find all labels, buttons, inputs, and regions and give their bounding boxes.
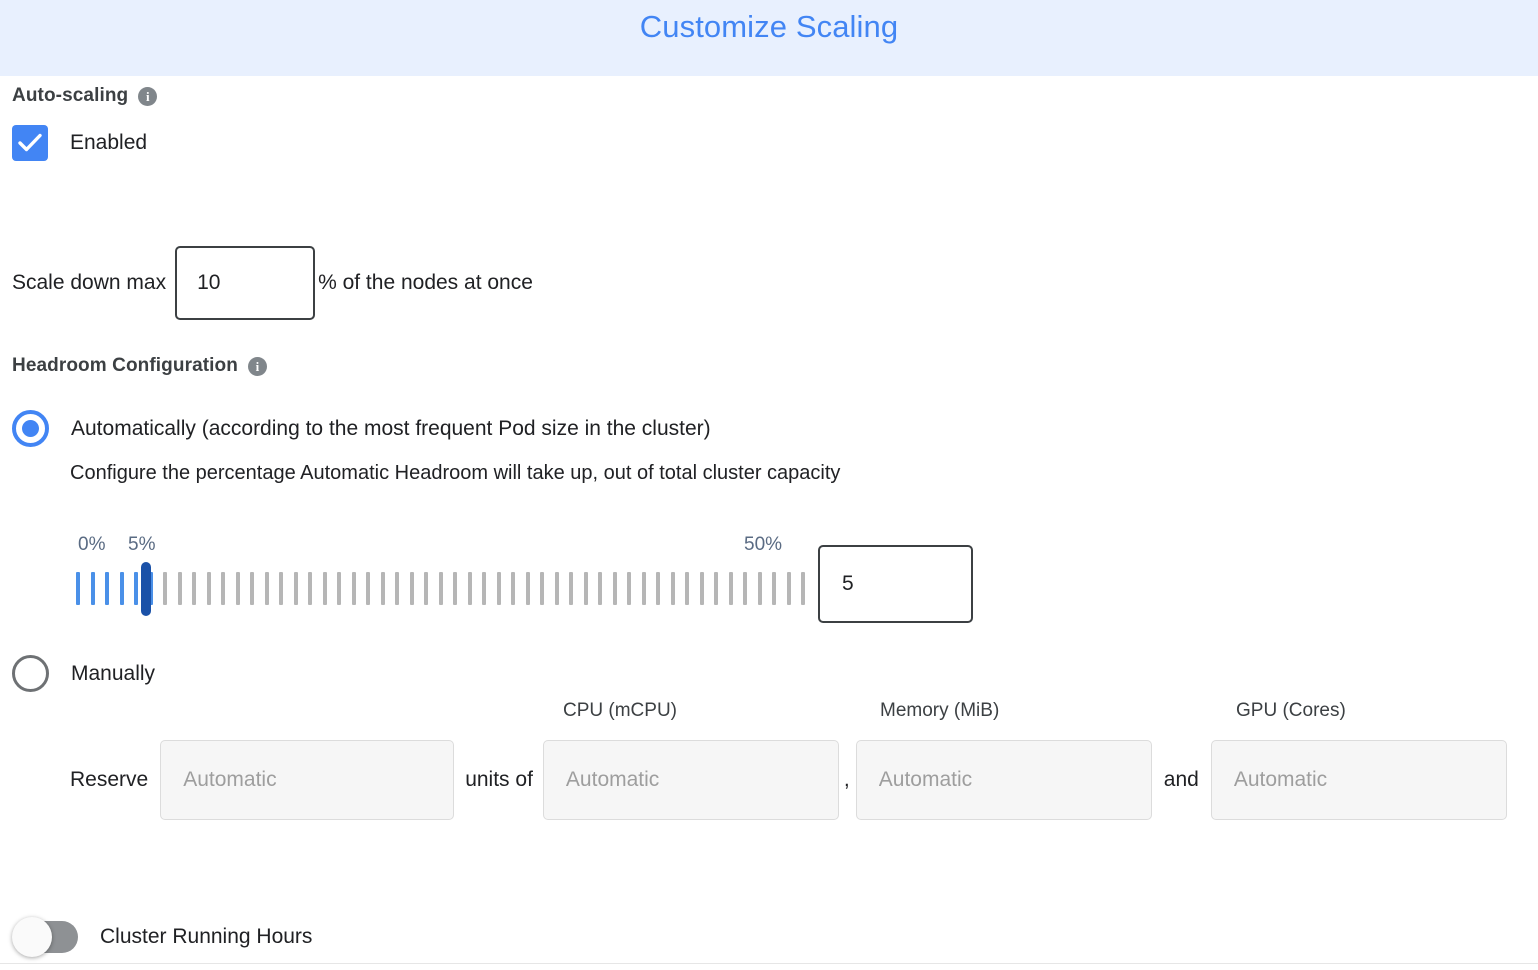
slider-tick[interactable]	[192, 572, 196, 605]
reserve-gpu-input[interactable]	[1210, 740, 1507, 820]
slider-tick[interactable]	[424, 572, 428, 605]
slider-tick[interactable]	[293, 572, 298, 605]
cpu-field-caption: CPU (mCPU)	[563, 700, 677, 721]
slider-tick[interactable]	[801, 572, 805, 605]
scale-down-max-row: Scale down max % of the nodes at once	[12, 246, 533, 320]
slider-tick[interactable]	[598, 572, 602, 605]
reserve-cpu-input[interactable]	[542, 740, 839, 820]
scale-down-max-input[interactable]	[175, 246, 316, 320]
slider-tick[interactable]	[641, 572, 646, 605]
info-icon[interactable]: i	[138, 86, 158, 106]
headroom-radio-manual[interactable]	[12, 655, 49, 692]
headroom-radio-automatic-label: Automatically (according to the most fre…	[71, 416, 711, 440]
auto-scaling-enabled-row[interactable]: Enabled	[12, 125, 147, 161]
slider-tick[interactable]	[583, 572, 588, 605]
headroom-section-header: Headroom Configuration i	[12, 355, 267, 377]
slider-tick[interactable]	[612, 572, 617, 605]
headroom-percentage-slider[interactable]: 0% 5% 50%	[0, 534, 1000, 634]
headroom-radio-manual-label: Manually	[71, 661, 156, 685]
headroom-option-manual-row[interactable]: Manually	[12, 655, 155, 692]
slider-label-min: 0%	[78, 534, 106, 555]
slider-track[interactable]	[76, 572, 816, 605]
slider-tick[interactable]	[308, 572, 312, 605]
slider-tick[interactable]	[409, 572, 414, 605]
slider-tick[interactable]	[757, 572, 762, 605]
slider-tick[interactable]	[482, 572, 486, 605]
headroom-configuration-label: Headroom Configuration	[12, 355, 238, 376]
cluster-running-hours-toggle[interactable]	[12, 917, 78, 957]
auto-scaling-label: Auto-scaling	[12, 85, 129, 106]
slider-tick[interactable]	[322, 572, 327, 605]
slider-tick[interactable]	[656, 572, 660, 605]
slider-tick[interactable]	[627, 572, 631, 605]
scale-down-max-label: Scale down max	[12, 271, 167, 294]
slider-tick[interactable]	[685, 572, 689, 605]
slider-tick[interactable]	[467, 572, 472, 605]
units-of-label: units of	[465, 768, 533, 791]
headroom-option-automatic-row[interactable]: Automatically (according to the most fre…	[12, 410, 711, 447]
reserve-memory-input[interactable]	[855, 740, 1152, 820]
headroom-percentage-input[interactable]	[818, 545, 973, 623]
slider-tick[interactable]	[786, 572, 791, 605]
slider-tick[interactable]	[264, 572, 269, 605]
cluster-running-hours-label: Cluster Running Hours	[100, 925, 313, 948]
comma-separator: ,	[843, 768, 850, 791]
slider-tick[interactable]	[105, 572, 109, 605]
dialog-header: Customize Scaling	[0, 0, 1538, 76]
slider-tick[interactable]	[540, 572, 544, 605]
and-separator: and	[1163, 768, 1199, 791]
page-title: Customize Scaling	[639, 9, 899, 44]
slider-tick[interactable]	[453, 572, 457, 605]
reserve-input-line: Reserve units of , and	[0, 740, 1507, 820]
reserve-units-input[interactable]	[160, 740, 455, 820]
slider-tick[interactable]	[235, 572, 240, 605]
slider-tick[interactable]	[90, 572, 95, 605]
slider-tick[interactable]	[772, 572, 776, 605]
headroom-radio-automatic[interactable]	[12, 410, 49, 447]
slider-tick[interactable]	[250, 572, 254, 605]
slider-tick[interactable]	[728, 572, 733, 605]
checkmark-icon	[18, 133, 42, 152]
slider-tick[interactable]	[699, 572, 704, 605]
slider-tick[interactable]	[206, 572, 211, 605]
auto-scaling-enabled-checkbox[interactable]	[12, 125, 48, 161]
slider-label-max: 50%	[744, 534, 783, 555]
info-icon[interactable]: i	[247, 356, 267, 376]
slider-tick[interactable]	[438, 572, 443, 605]
headroom-automatic-description: Configure the percentage Automatic Headr…	[70, 462, 841, 484]
memory-field-caption: Memory (MiB)	[880, 700, 1000, 721]
slider-tick[interactable]	[351, 572, 356, 605]
slider-tick[interactable]	[337, 572, 341, 605]
slider-tick[interactable]	[496, 572, 501, 605]
slider-tick[interactable]	[670, 572, 675, 605]
slider-tick[interactable]	[714, 572, 718, 605]
slider-tick[interactable]	[380, 572, 385, 605]
slider-tick[interactable]	[177, 572, 182, 605]
scale-down-max-suffix: % of the nodes at once	[318, 271, 533, 294]
gpu-field-caption: GPU (Cores)	[1236, 700, 1346, 721]
slider-tick[interactable]	[221, 572, 225, 605]
slider-tick[interactable]	[511, 572, 515, 605]
auto-scaling-enabled-label: Enabled	[70, 131, 148, 154]
slider-tick[interactable]	[525, 572, 530, 605]
slider-thumb[interactable]	[141, 562, 151, 616]
reserve-label: Reserve	[70, 768, 149, 791]
slider-label-current: 5%	[128, 534, 156, 555]
slider-tick[interactable]	[743, 572, 747, 605]
slider-tick[interactable]	[366, 572, 370, 605]
bottom-divider	[0, 963, 1538, 964]
slider-tick[interactable]	[279, 572, 283, 605]
toggle-knob	[12, 917, 52, 957]
slider-tick[interactable]	[119, 572, 124, 605]
slider-tick[interactable]	[554, 572, 559, 605]
slider-tick[interactable]	[395, 572, 399, 605]
auto-scaling-section-header: Auto-scaling i	[12, 85, 158, 107]
slider-tick[interactable]	[163, 572, 167, 605]
slider-tick[interactable]	[76, 572, 80, 605]
slider-tick[interactable]	[134, 572, 138, 605]
slider-tick[interactable]	[569, 572, 573, 605]
cluster-running-hours-row[interactable]: Cluster Running Hours	[12, 917, 313, 957]
